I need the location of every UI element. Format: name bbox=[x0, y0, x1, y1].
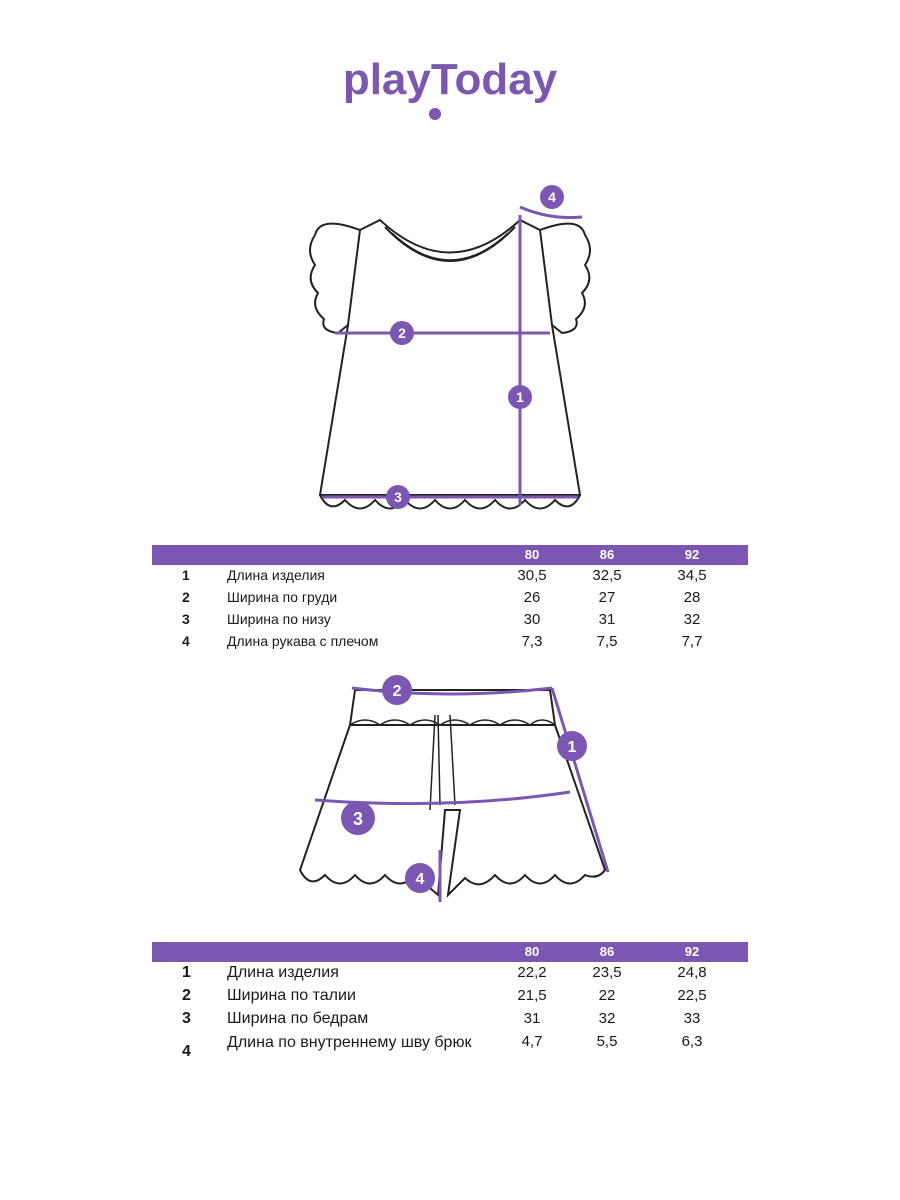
svg-text:3: 3 bbox=[394, 489, 402, 505]
row-label: Длина изделия bbox=[227, 964, 339, 981]
row-value: 4,7 bbox=[521, 1033, 543, 1050]
shorts-size-table: 80 86 92 1 Длина изделия 22,2 23,5 24,8 … bbox=[152, 942, 748, 1075]
row-value: 32,5 bbox=[592, 567, 622, 584]
row-value: 28 bbox=[683, 589, 701, 606]
row-value: 22 bbox=[598, 987, 616, 1004]
row-value: 26 bbox=[523, 589, 541, 606]
row-value: 22,2 bbox=[517, 964, 547, 981]
row-label: Длина рукава с плечом bbox=[227, 633, 379, 649]
size-header: 80 bbox=[524, 547, 540, 562]
svg-text:3: 3 bbox=[353, 809, 363, 829]
row-value: 32 bbox=[683, 611, 701, 628]
row-value: 23,5 bbox=[592, 964, 622, 981]
shorts-diagram: 1 2 3 4 bbox=[298, 675, 610, 902]
size-header: 80 bbox=[524, 944, 540, 959]
table-row: 2 Ширина по талии 21,5 22 22,5 bbox=[152, 985, 748, 1008]
size-header: 92 bbox=[684, 944, 700, 959]
row-label: Длина по внутреннему шву брюк bbox=[227, 1034, 472, 1051]
marker-3: 3 bbox=[386, 485, 410, 509]
size-header: 86 bbox=[599, 547, 615, 562]
marker-3: 3 bbox=[341, 801, 375, 835]
blouse-diagram: 1 2 3 4 bbox=[309, 185, 591, 510]
row-number: 1 bbox=[182, 964, 191, 981]
blouse-size-table: 80 86 92 1 Длина изделия 30,5 32,5 34,5 … bbox=[152, 545, 748, 653]
row-value: 6,3 bbox=[681, 1033, 703, 1050]
marker-1: 1 bbox=[508, 385, 532, 409]
svg-text:4: 4 bbox=[548, 189, 556, 205]
table-row: 2 Ширина по груди 26 27 28 bbox=[152, 587, 748, 609]
row-value: 34,5 bbox=[677, 567, 707, 584]
row-value: 30,5 bbox=[517, 567, 547, 584]
row-value: 7,3 bbox=[521, 633, 543, 650]
row-value: 7,5 bbox=[596, 633, 618, 650]
row-value: 24,8 bbox=[677, 964, 707, 981]
svg-text:2: 2 bbox=[393, 683, 402, 700]
table-header: 80 86 92 bbox=[152, 942, 748, 962]
row-value: 7,7 bbox=[681, 633, 703, 650]
marker-4: 4 bbox=[540, 185, 564, 209]
row-value: 21,5 bbox=[517, 987, 547, 1004]
row-value: 31 bbox=[598, 611, 616, 628]
row-value: 5,5 bbox=[596, 1033, 618, 1050]
svg-text:4: 4 bbox=[416, 871, 425, 888]
size-header: 86 bbox=[599, 944, 615, 959]
brand-logo-dot bbox=[429, 108, 441, 120]
row-label: Длина изделия bbox=[227, 567, 325, 583]
row-label: Ширина по низу bbox=[227, 611, 331, 627]
row-value: 27 bbox=[598, 589, 616, 606]
row-value: 32 bbox=[598, 1010, 616, 1027]
brand-logo: playToday bbox=[343, 55, 558, 120]
table-header: 80 86 92 bbox=[152, 545, 748, 565]
table-row: 4 Длина рукава с плечом 7,3 7,5 7,7 bbox=[152, 631, 748, 653]
row-number: 2 bbox=[182, 589, 190, 605]
row-label: Ширина по бедрам bbox=[227, 1010, 369, 1027]
row-number: 4 bbox=[182, 633, 190, 649]
table-row: 3 Ширина по низу 30 31 32 bbox=[152, 609, 748, 631]
row-value: 22,5 bbox=[677, 987, 707, 1004]
size-header: 92 bbox=[684, 547, 700, 562]
table-row: 1 Длина изделия 30,5 32,5 34,5 bbox=[152, 565, 748, 587]
svg-text:2: 2 bbox=[398, 325, 406, 341]
row-label: Ширина по груди bbox=[227, 589, 338, 605]
row-label: Ширина по талии bbox=[227, 987, 356, 1004]
marker-2: 2 bbox=[390, 321, 414, 345]
row-number: 4 bbox=[182, 1043, 191, 1060]
table-row: 1 Длина изделия 22,2 23,5 24,8 bbox=[152, 962, 748, 985]
table-row: 4 Длина по внутреннему шву брюк 4,7 5,5 … bbox=[152, 1031, 748, 1075]
row-number: 3 bbox=[182, 1010, 191, 1027]
table-row: 3 Ширина по бедрам 31 32 33 bbox=[152, 1008, 748, 1031]
row-number: 2 bbox=[182, 987, 191, 1004]
svg-text:1: 1 bbox=[516, 389, 524, 405]
row-number: 1 bbox=[182, 567, 190, 583]
marker-1: 1 bbox=[557, 731, 587, 761]
row-value: 33 bbox=[683, 1010, 701, 1027]
row-number: 3 bbox=[182, 611, 190, 627]
brand-logo-text: playToday bbox=[343, 55, 558, 104]
svg-text:1: 1 bbox=[568, 739, 577, 756]
row-value: 31 bbox=[523, 1010, 541, 1027]
marker-2: 2 bbox=[382, 675, 412, 705]
row-value: 30 bbox=[523, 611, 541, 628]
marker-4: 4 bbox=[405, 863, 435, 893]
